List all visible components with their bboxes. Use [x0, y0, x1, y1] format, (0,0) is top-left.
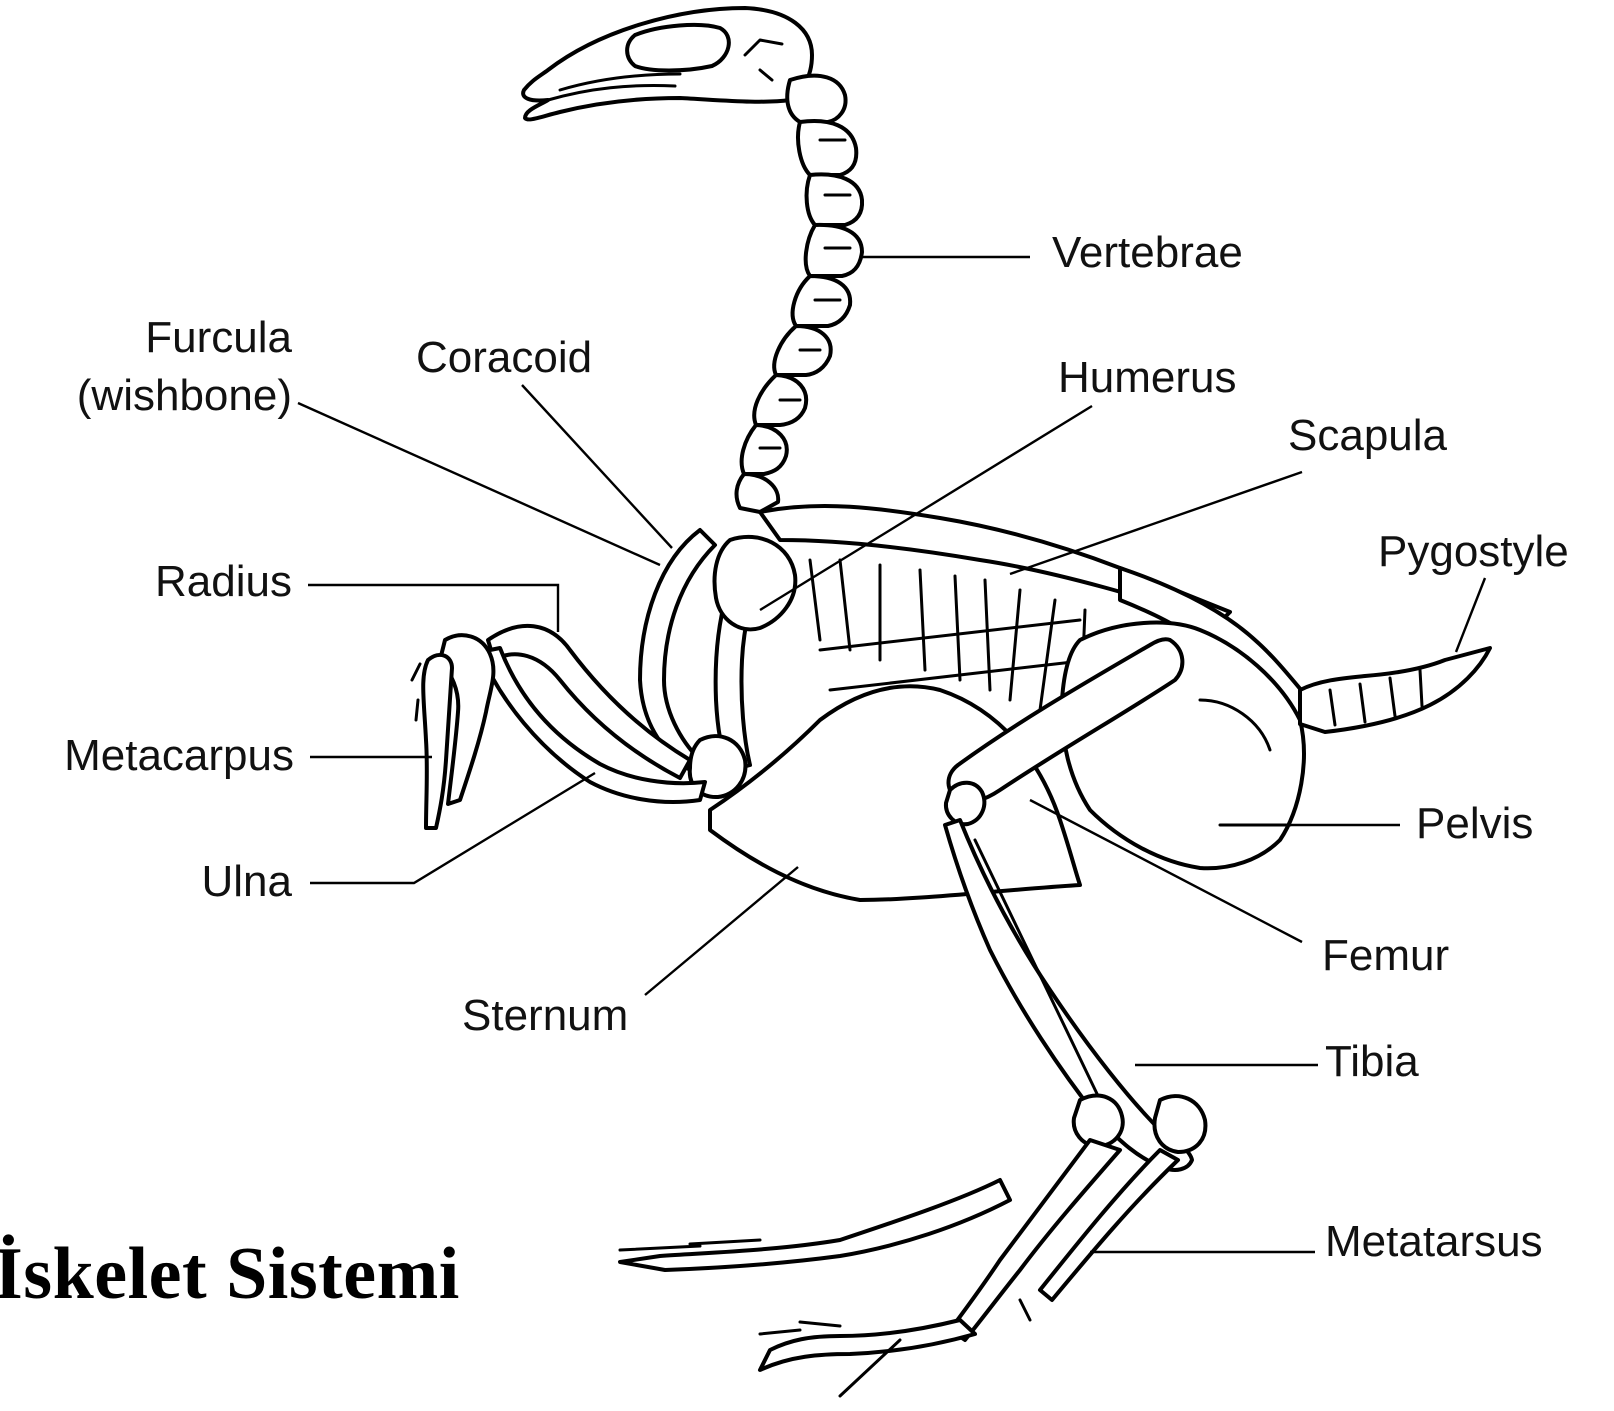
leader-pygostyle	[1456, 578, 1485, 652]
label-radius: Radius	[155, 557, 292, 606]
leader-coracoid	[522, 385, 672, 548]
label-humerus: Humerus	[1058, 353, 1237, 402]
skeleton-illustration	[412, 8, 1490, 1396]
leader-furcula	[298, 403, 660, 565]
label-wishbone: (wishbone)	[77, 371, 292, 420]
label-vertebrae: Vertebrae	[1052, 228, 1243, 277]
label-scapula: Scapula	[1288, 411, 1448, 460]
leader-sternum	[645, 867, 798, 995]
label-metacarpus: Metacarpus	[64, 731, 294, 780]
diagram-caption: İskelet Sistemi	[0, 1232, 460, 1317]
label-furcula: Furcula	[145, 313, 292, 362]
skull	[523, 8, 812, 119]
label-pygostyle: Pygostyle	[1378, 527, 1569, 576]
label-pelvis: Pelvis	[1416, 799, 1533, 848]
label-metatarsus: Metatarsus	[1325, 1217, 1543, 1266]
label-tibia: Tibia	[1325, 1037, 1419, 1086]
label-coracoid: Coracoid	[416, 333, 592, 382]
leader-scapula	[1010, 472, 1302, 574]
label-ulna: Ulna	[202, 857, 293, 906]
label-femur: Femur	[1322, 931, 1449, 980]
label-sternum: Sternum	[462, 991, 628, 1040]
neck-vertebrae	[737, 76, 863, 512]
